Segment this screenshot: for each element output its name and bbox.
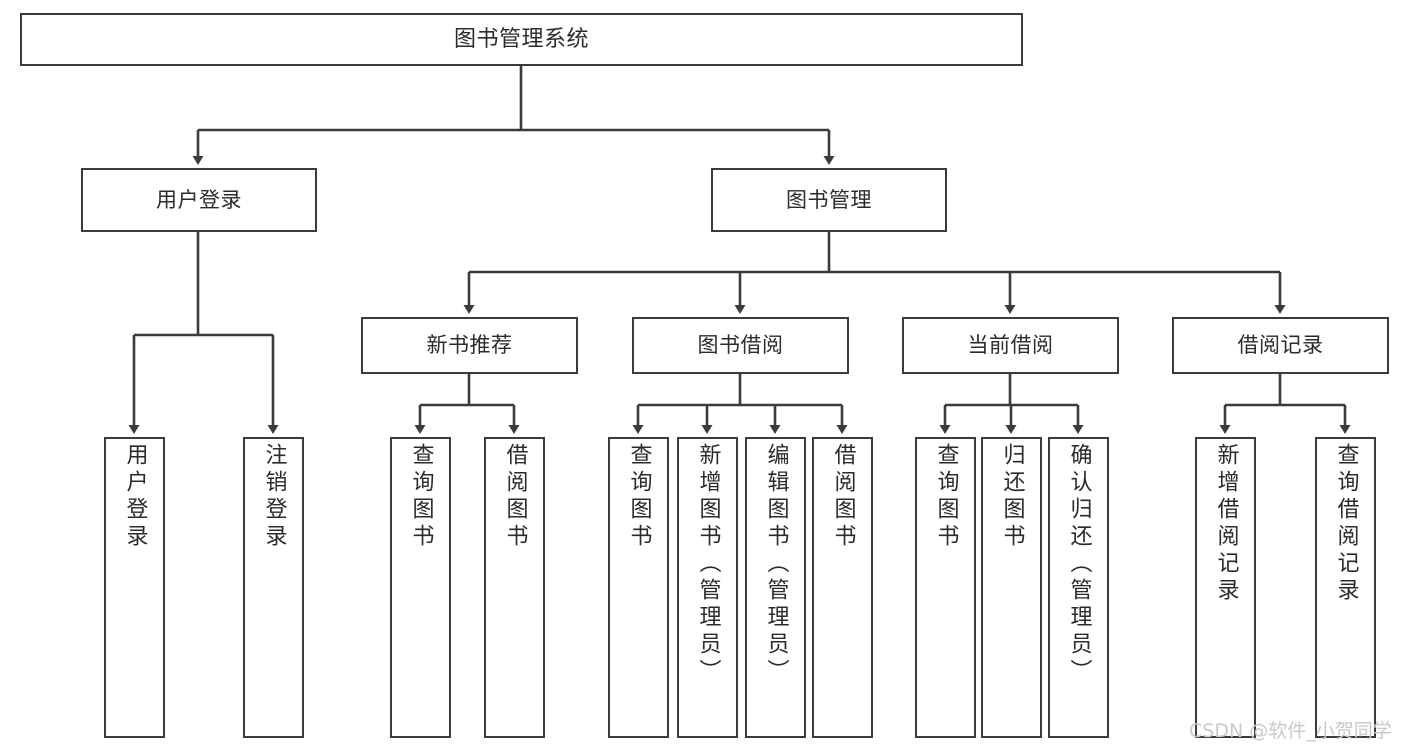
leaf-user-login-label: 用户登录 xyxy=(122,443,148,551)
node-root-label: 图书管理系统 xyxy=(453,26,589,52)
node-root[interactable]: 图书管理系统 xyxy=(20,13,1023,66)
node-new-book-recommend-label: 新书推荐 xyxy=(426,333,513,358)
node-current-borrow-label: 当前借阅 xyxy=(967,333,1054,358)
leaf-borrow-edit-book[interactable]: 编辑图书（管理员） xyxy=(745,437,806,738)
leaf-current-confirm-return[interactable]: 确认归还（管理员） xyxy=(1048,437,1109,738)
leaf-user-logout-label: 注销登录 xyxy=(261,443,287,551)
node-book-borrow-label: 图书借阅 xyxy=(697,333,784,358)
leaf-borrow-query-book[interactable]: 查询图书 xyxy=(608,437,669,738)
leaf-record-query-label: 查询借阅记录 xyxy=(1333,443,1359,605)
leaf-current-query-book-label: 查询图书 xyxy=(933,443,959,551)
leaf-current-return-book-label: 归还图书 xyxy=(999,443,1025,551)
node-user-login-label: 用户登录 xyxy=(156,187,242,212)
leaf-borrow-borrow-book-label: 借阅图书 xyxy=(830,443,856,551)
node-current-borrow[interactable]: 当前借阅 xyxy=(902,317,1119,374)
leaf-borrow-borrow-book[interactable]: 借阅图书 xyxy=(812,437,873,738)
node-borrow-records-label: 借阅记录 xyxy=(1237,333,1324,358)
leaf-borrow-add-book-label: 新增图书（管理员） xyxy=(695,443,721,686)
leaf-recommend-borrow-book[interactable]: 借阅图书 xyxy=(484,437,545,738)
node-book-management[interactable]: 图书管理 xyxy=(711,168,947,232)
leaf-user-login[interactable]: 用户登录 xyxy=(104,437,165,738)
leaf-recommend-query-book[interactable]: 查询图书 xyxy=(390,437,451,738)
leaf-record-add[interactable]: 新增借阅记录 xyxy=(1195,437,1256,738)
leaf-borrow-add-book[interactable]: 新增图书（管理员） xyxy=(677,437,738,738)
leaf-user-logout[interactable]: 注销登录 xyxy=(243,437,304,738)
leaf-record-add-label: 新增借阅记录 xyxy=(1213,443,1239,605)
leaf-current-query-book[interactable]: 查询图书 xyxy=(915,437,976,738)
leaf-current-return-book[interactable]: 归还图书 xyxy=(981,437,1042,738)
leaf-borrow-edit-book-label: 编辑图书（管理员） xyxy=(763,443,789,686)
leaf-recommend-borrow-book-label: 借阅图书 xyxy=(502,443,528,551)
node-new-book-recommend[interactable]: 新书推荐 xyxy=(361,317,578,374)
leaf-recommend-query-book-label: 查询图书 xyxy=(408,443,434,551)
leaf-record-query[interactable]: 查询借阅记录 xyxy=(1315,437,1376,738)
node-book-management-label: 图书管理 xyxy=(786,187,872,212)
leaf-current-confirm-return-label: 确认归还（管理员） xyxy=(1066,443,1092,686)
node-user-login[interactable]: 用户登录 xyxy=(81,168,317,232)
watermark: CSDN @软件_小贺同学 xyxy=(1189,720,1392,742)
node-book-borrow[interactable]: 图书借阅 xyxy=(632,317,849,374)
node-borrow-records[interactable]: 借阅记录 xyxy=(1172,317,1389,374)
leaf-borrow-query-book-label: 查询图书 xyxy=(626,443,652,551)
